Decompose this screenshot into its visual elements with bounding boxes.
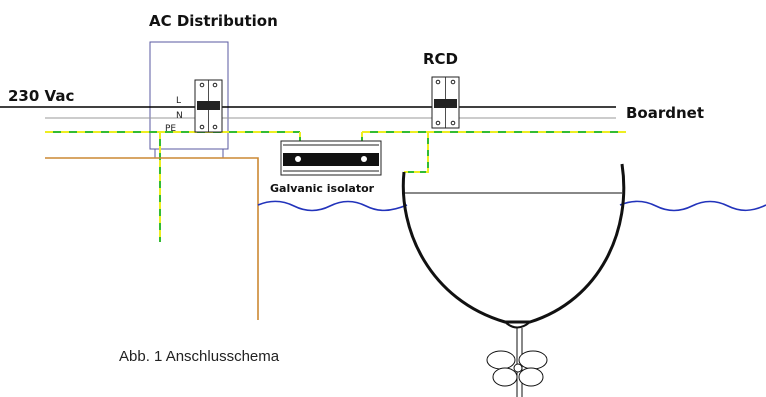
conductor-l-label: L	[176, 96, 181, 106]
rcd-label: RCD	[423, 50, 458, 68]
conductor-pe-label: PE	[165, 124, 176, 134]
propeller	[486, 328, 548, 397]
rcd-device	[431, 76, 460, 129]
figure-caption: Abb. 1 Anschlusschema	[119, 348, 280, 365]
water-line-right	[619, 200, 766, 212]
distribution-box-base	[154, 148, 224, 159]
boat-hull	[401, 163, 626, 329]
shore-earth-wire	[45, 157, 259, 320]
conductor-n-label: N	[176, 111, 183, 121]
galvanic-isolator-label: Galvanic isolator	[270, 182, 375, 195]
supply-voltage-label: 230 Vac	[8, 87, 74, 105]
water-line-left	[257, 200, 408, 212]
galvanic-isolator	[280, 140, 382, 176]
boardnet-label: Boardnet	[626, 104, 704, 122]
ac-distribution-label: AC Distribution	[149, 12, 278, 30]
distribution-breaker	[194, 79, 223, 133]
earth-conductor-pe	[45, 131, 626, 242]
